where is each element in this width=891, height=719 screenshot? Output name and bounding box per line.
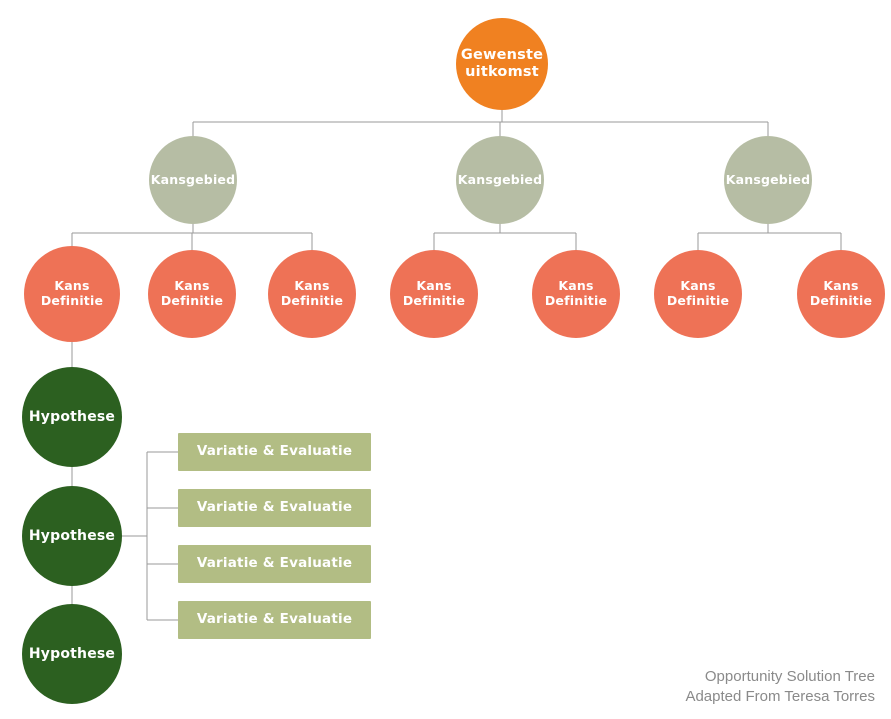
node-label: Variatie & Evaluatie (196, 555, 353, 572)
node-label: Kans Definitie (40, 278, 104, 308)
node-opportunity[interactable]: Kans Definitie (390, 250, 478, 338)
node-opportunity-area[interactable]: Kansgebied (456, 136, 544, 224)
node-label: Kans Definitie (544, 278, 608, 308)
node-opportunity-area[interactable]: Kansgebied (724, 136, 812, 224)
node-label: Kans Definitie (402, 278, 466, 308)
node-opportunity[interactable]: Kans Definitie (654, 250, 742, 338)
node-label: Variatie & Evaluatie (196, 611, 353, 628)
caption-line-title: Opportunity Solution Tree (704, 667, 875, 685)
caption-line-attribution: Adapted From Teresa Torres (685, 687, 875, 705)
node-label: Variatie & Evaluatie (196, 443, 353, 460)
node-opportunity[interactable]: Kans Definitie (268, 250, 356, 338)
node-label: Hypothese (28, 645, 116, 662)
node-experiment[interactable]: Variatie & Evaluatie (178, 489, 371, 527)
node-opportunity[interactable]: Kans Definitie (797, 250, 885, 338)
node-label: Variatie & Evaluatie (196, 499, 353, 516)
node-label: Kans Definitie (160, 278, 224, 308)
node-opportunity[interactable]: Kans Definitie (24, 246, 120, 342)
node-hypothesis[interactable]: Hypothese (22, 486, 122, 586)
node-label: Kansgebied (457, 171, 543, 187)
node-label: Kans Definitie (809, 278, 873, 308)
node-label: Gewenste uitkomst (460, 46, 544, 80)
node-outcome[interactable]: Gewenste uitkomst (456, 18, 548, 110)
node-label: Kans Definitie (666, 278, 730, 308)
node-experiment[interactable]: Variatie & Evaluatie (178, 433, 371, 471)
node-label: Hypothese (28, 408, 116, 425)
node-label: Kansgebied (150, 171, 236, 187)
node-label: Hypothese (28, 527, 116, 544)
node-label: Kans Definitie (280, 278, 344, 308)
node-hypothesis[interactable]: Hypothese (22, 367, 122, 467)
node-opportunity-area[interactable]: Kansgebied (149, 136, 237, 224)
node-opportunity[interactable]: Kans Definitie (532, 250, 620, 338)
diagram-caption: Opportunity Solution Tree Adapted From T… (685, 667, 875, 708)
node-experiment[interactable]: Variatie & Evaluatie (178, 601, 371, 639)
node-opportunity[interactable]: Kans Definitie (148, 250, 236, 338)
node-label: Kansgebied (725, 171, 811, 187)
node-hypothesis[interactable]: Hypothese (22, 604, 122, 704)
node-experiment[interactable]: Variatie & Evaluatie (178, 545, 371, 583)
